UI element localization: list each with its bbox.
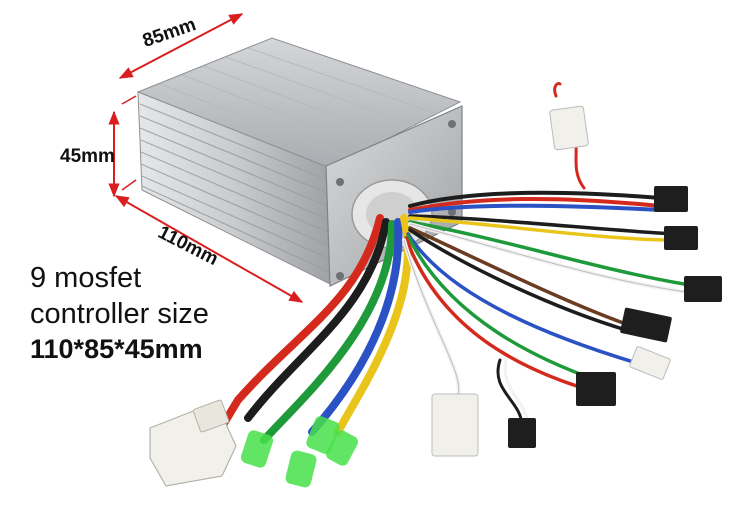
caption-mosfet-count: 9 mosfet [30, 262, 142, 294]
aluminium-housing [136, 37, 463, 287]
wire-harness [216, 82, 688, 444]
caption-size-heading: controller size [30, 298, 209, 330]
caption-size-value: 110*85*45mm [30, 334, 203, 364]
connectors [149, 105, 722, 488]
height-dimension-label: 45mm [60, 146, 115, 167]
dimension-arrows [108, 13, 304, 303]
